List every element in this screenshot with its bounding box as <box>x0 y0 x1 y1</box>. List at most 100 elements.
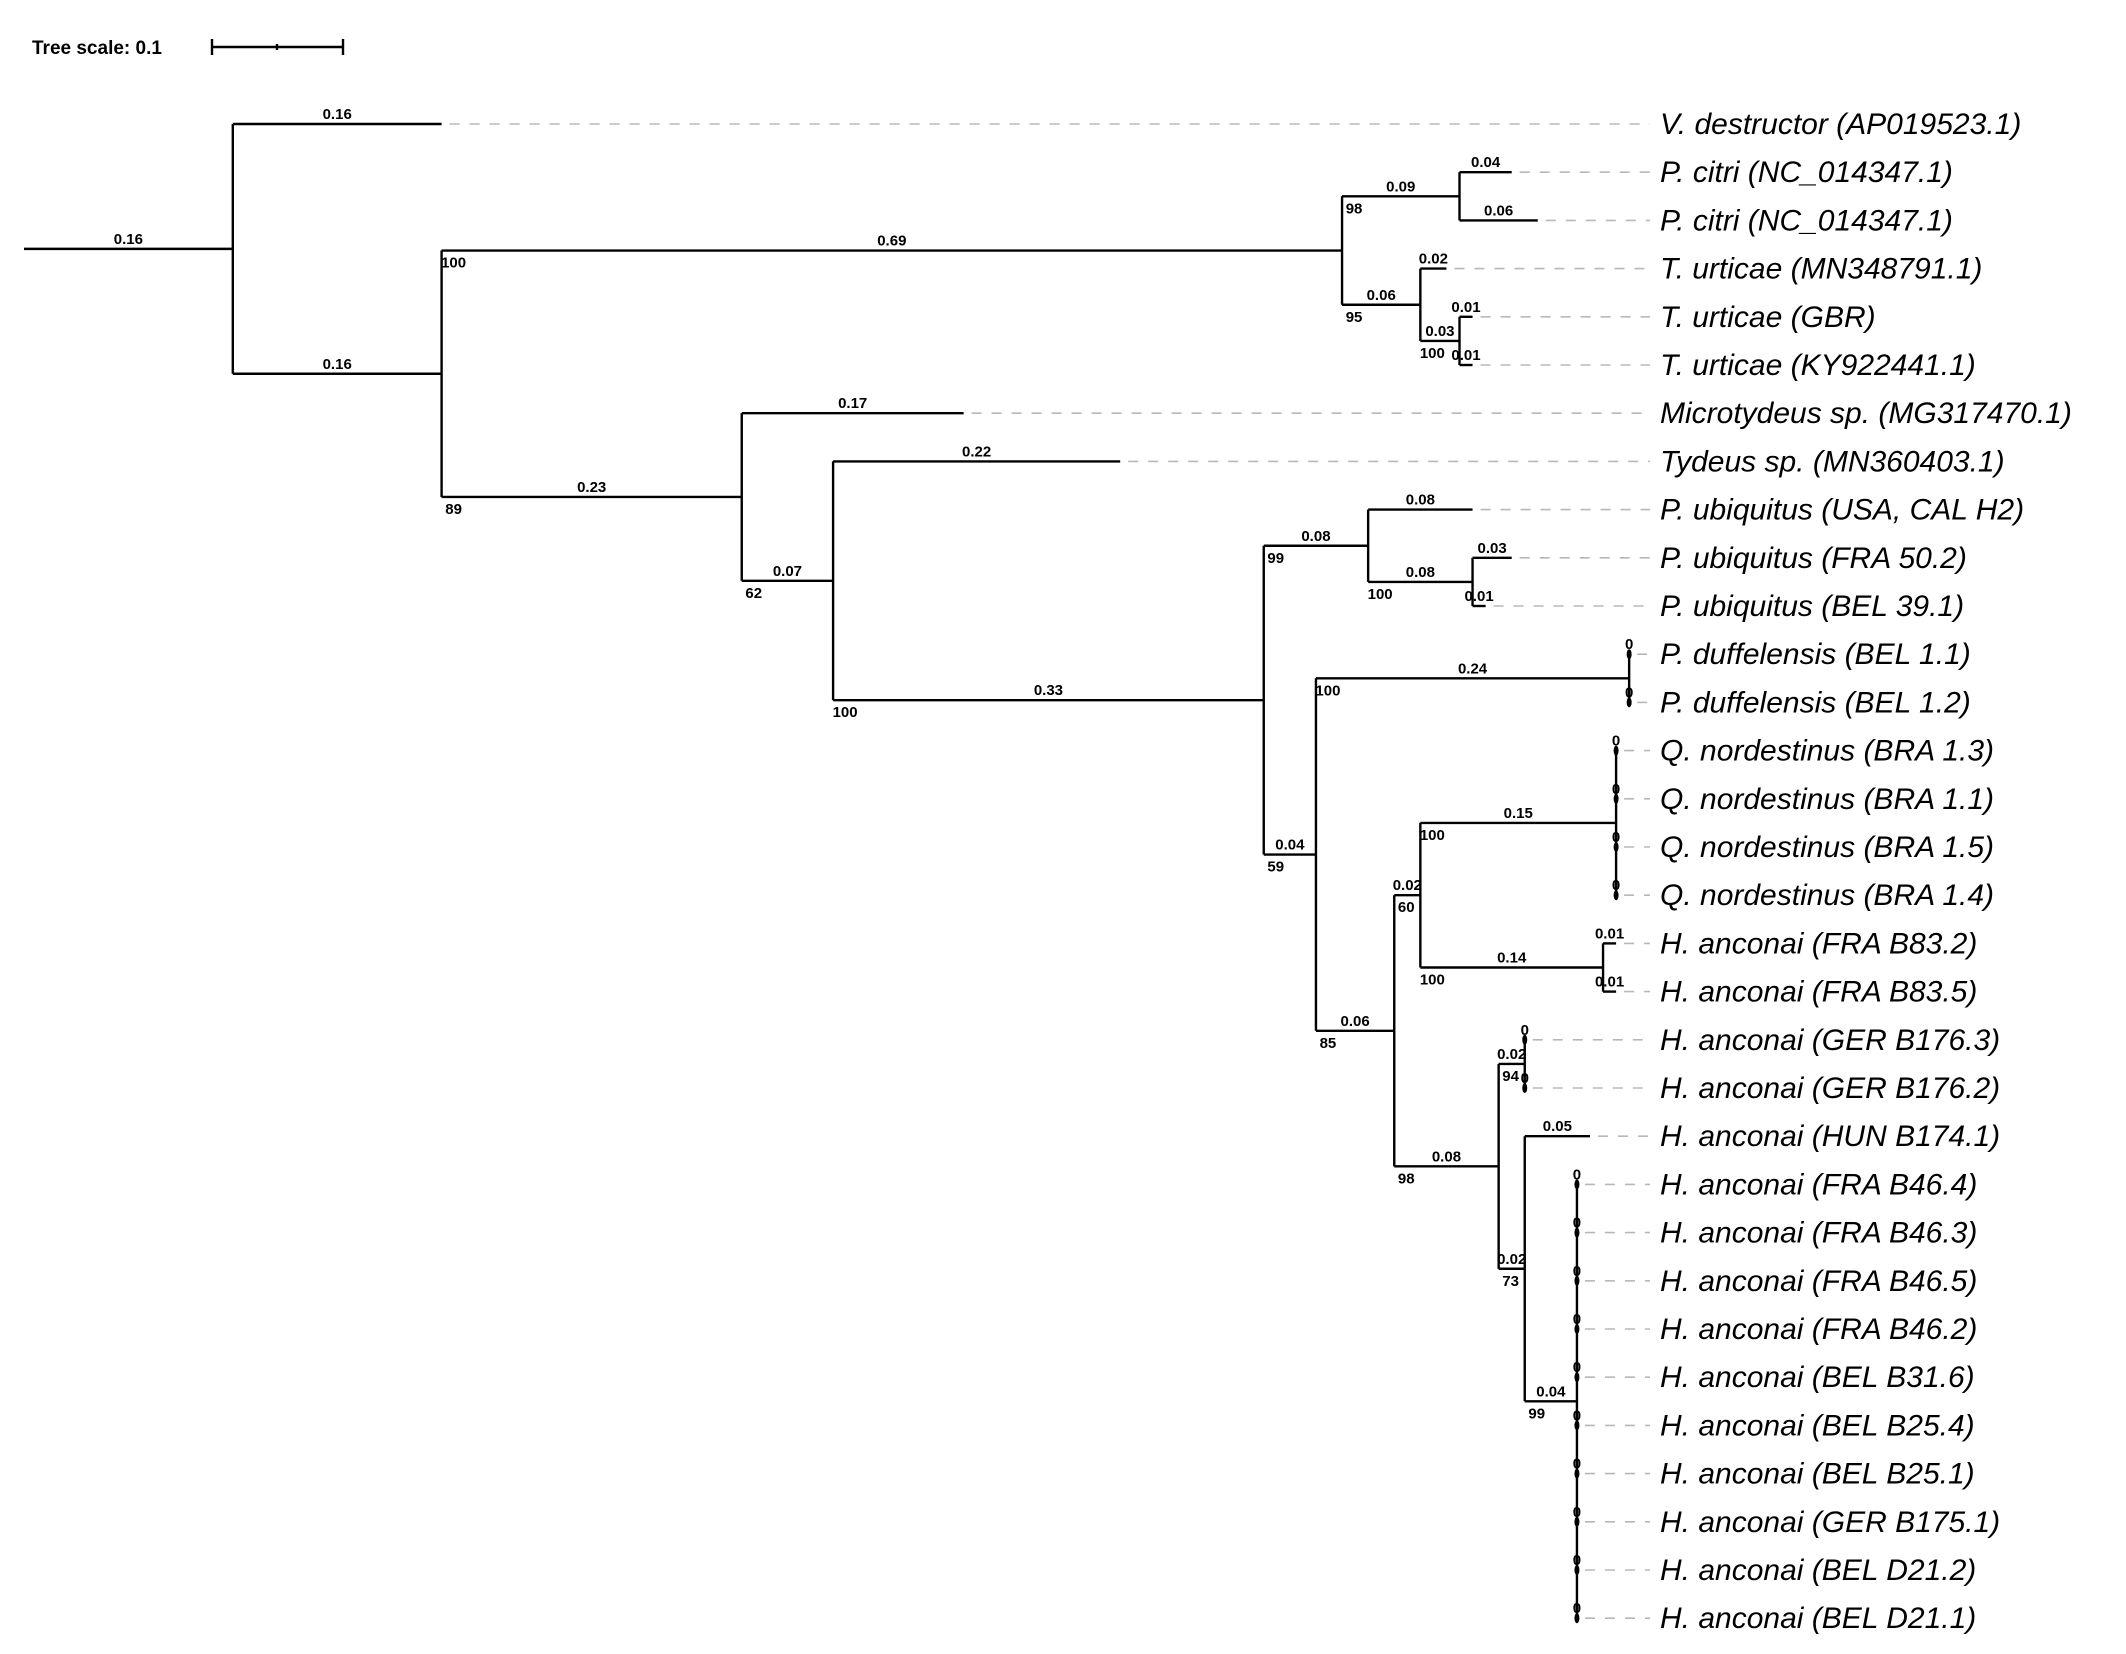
tip-label: H. anconai (FRA B83.5) <box>1660 976 1977 1009</box>
zero-length-node-dot <box>1613 745 1619 756</box>
tip-label: H. anconai (BEL B31.6) <box>1660 1361 1975 1394</box>
support-value-label: 98 <box>1346 200 1363 217</box>
branch-length-label: 0.01 <box>1595 974 1624 991</box>
branch-length-label: 0.02 <box>1419 251 1448 268</box>
tip-label: T. urticae (KY922441.1) <box>1660 349 1976 382</box>
tip-label: H. anconai (FRA B83.2) <box>1660 927 1977 960</box>
tip-label: P. citri (NC_014347.1) <box>1660 204 1953 237</box>
branch-length-label: 0 <box>1573 1311 1581 1328</box>
branch-length-label: 0.22 <box>962 443 991 460</box>
branch-length-label: 0.08 <box>1301 528 1330 545</box>
tip-label: V. destructor (AP019523.1) <box>1660 108 2021 141</box>
branch-length-label: 0 <box>1573 1215 1581 1232</box>
support-value-label: 62 <box>745 585 762 602</box>
branch-length-label: 0.09 <box>1386 178 1415 195</box>
zero-length-node-dot <box>1613 793 1619 804</box>
branch-length-label: 0 <box>1612 733 1620 750</box>
tip-label: H. anconai (GER B176.3) <box>1660 1024 2000 1057</box>
branch-length-label: 0.15 <box>1504 805 1533 822</box>
tip-label: H. anconai (FRA B46.3) <box>1660 1217 1977 1250</box>
support-value-label: 98 <box>1398 1170 1415 1187</box>
branch-length-label: 0.01 <box>1451 347 1480 364</box>
branch-length-label: 0 <box>1573 1166 1581 1183</box>
branch-length-label: 0 <box>1573 1456 1581 1473</box>
tip-label: H. anconai (BEL B25.4) <box>1660 1409 1975 1442</box>
branch-length-label: 0.08 <box>1432 1148 1461 1165</box>
branch-length-label: 0 <box>1521 1022 1529 1039</box>
tip-label: H. anconai (GER B176.2) <box>1660 1072 2000 1105</box>
branch-length-label: 0.33 <box>1034 682 1063 699</box>
branch-length-label: 0 <box>1625 636 1633 653</box>
tip-label: Q. nordestinus (BRA 1.4) <box>1660 879 1994 912</box>
branch-length-label: 0.03 <box>1425 323 1454 340</box>
zero-length-node-dot <box>1613 842 1619 852</box>
zero-length-node-dot <box>1574 1613 1580 1624</box>
branch-length-label: 0.08 <box>1406 564 1435 581</box>
tip-label: H. anconai (BEL D21.2) <box>1660 1554 1976 1587</box>
branch-labels: 0.160.160.160.691000.09980.040.060.06950… <box>114 106 1634 1617</box>
branch-length-label: 0.06 <box>1340 1013 1369 1030</box>
branch-length-label: 0 <box>1612 877 1620 894</box>
branch-length-label: 0.04 <box>1275 837 1305 854</box>
support-value-label: 100 <box>1420 972 1445 989</box>
support-value-label: 59 <box>1267 859 1284 876</box>
branch-length-label: 0.02 <box>1497 1251 1526 1268</box>
zero-length-node-dot <box>1574 1516 1580 1527</box>
zero-length-node-dot <box>1574 1275 1580 1286</box>
branch-length-label: 0.02 <box>1497 1046 1526 1063</box>
support-value-label: 100 <box>1315 682 1340 699</box>
zero-length-node-dot <box>1574 1420 1580 1431</box>
zero-length-node-dot <box>1574 1468 1580 1479</box>
branch-length-label: 0 <box>1625 684 1633 701</box>
branch-length-label: 0.01 <box>1464 588 1493 605</box>
branch-length-label: 0.14 <box>1497 950 1527 967</box>
tip-label: P. ubiquitus (BEL 39.1) <box>1660 590 1964 623</box>
tip-label: T. urticae (MN348791.1) <box>1660 253 1982 286</box>
branch-length-label: 0.23 <box>577 479 606 496</box>
tip-label: H. anconai (GER B175.1) <box>1660 1506 2000 1539</box>
branch-length-label: 0.02 <box>1393 877 1422 894</box>
tree-scale-label: Tree scale: 0.1 <box>32 38 162 59</box>
support-value-label: 60 <box>1398 899 1415 916</box>
leader-lines <box>449 123 1650 1619</box>
zero-length-node-dot <box>1574 1324 1580 1334</box>
branch-length-label: 0.17 <box>838 395 867 412</box>
support-value-label: 100 <box>833 704 858 721</box>
zero-length-node-dot <box>1522 1083 1528 1093</box>
support-value-label: 89 <box>445 501 462 518</box>
support-value-label: 100 <box>1420 827 1445 844</box>
support-value-label: 73 <box>1502 1273 1519 1290</box>
support-value-label: 99 <box>1528 1405 1545 1422</box>
branch-length-label: 0.03 <box>1478 540 1507 557</box>
branch-length-label: 0.06 <box>1484 202 1513 219</box>
support-value-label: 100 <box>1368 586 1393 603</box>
branch-length-label: 0 <box>1573 1552 1581 1569</box>
support-value-label: 100 <box>441 255 466 272</box>
branch-length-label: 0 <box>1573 1407 1581 1424</box>
support-value-label: 95 <box>1346 309 1363 326</box>
branch-length-label: 0 <box>1521 1070 1529 1087</box>
tip-label: H. anconai (FRA B46.5) <box>1660 1265 1977 1298</box>
tip-label: H. anconai (HUN B174.1) <box>1660 1120 2000 1153</box>
tip-label: Tydeus sp. (MN360403.1) <box>1660 445 2005 478</box>
zero-length-node-dot <box>1574 1227 1580 1238</box>
branch-length-label: 0 <box>1612 781 1620 798</box>
tip-label: T. urticae (GBR) <box>1660 301 1876 334</box>
zero-length-node-dot <box>1574 1565 1580 1575</box>
tip-label: H. anconai (FRA B46.2) <box>1660 1313 1977 1346</box>
tip-label: P. citri (NC_014347.1) <box>1660 156 1953 189</box>
branch-length-label: 0.69 <box>877 233 906 250</box>
branch-length-label: 0.01 <box>1595 925 1624 942</box>
branch-length-label: 0.16 <box>323 356 352 373</box>
support-value-label: 85 <box>1320 1035 1337 1052</box>
tip-label: P. duffelensis (BEL 1.1) <box>1660 638 1971 671</box>
zero-length-node-dot <box>1626 649 1632 660</box>
zero-length-node-dot <box>1626 697 1632 708</box>
tip-label: H. anconai (FRA B46.4) <box>1660 1168 1977 1201</box>
branch-length-label: 0.01 <box>1451 299 1480 316</box>
branch-length-label: 0 <box>1573 1263 1581 1280</box>
branch-length-label: 0.24 <box>1458 660 1488 677</box>
zero-length-node-dot <box>1574 1179 1580 1190</box>
zero-length-node-dot <box>1574 1372 1580 1383</box>
